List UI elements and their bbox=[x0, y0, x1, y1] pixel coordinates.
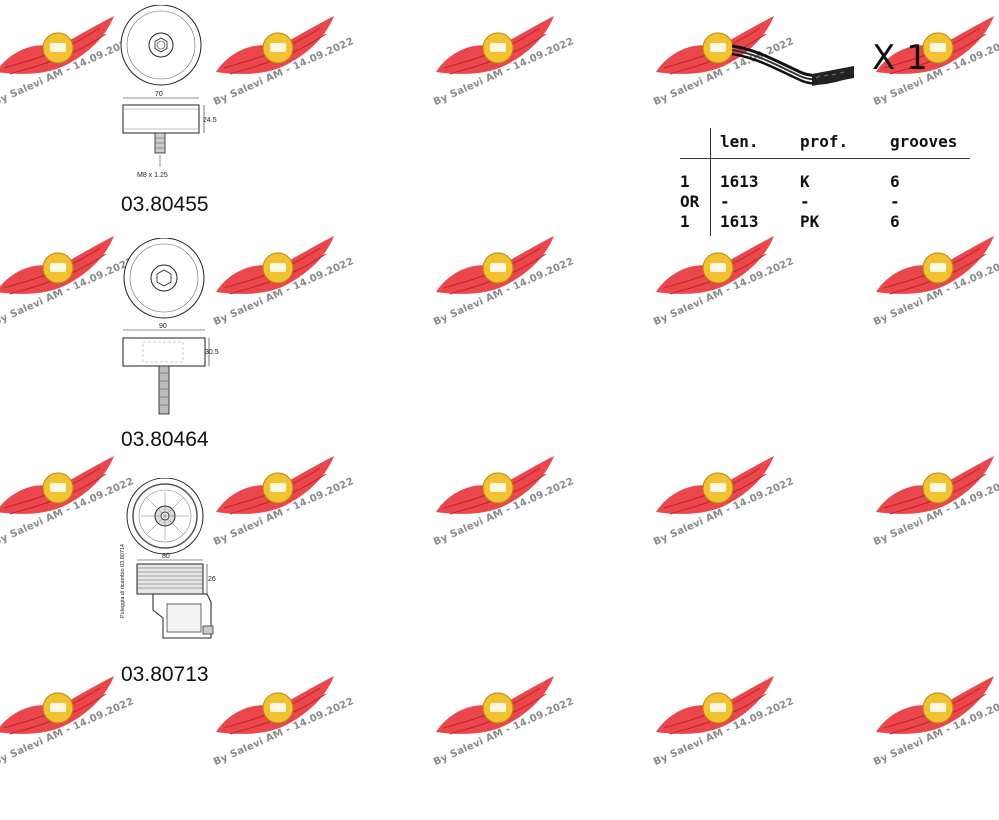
table-column-divider bbox=[710, 128, 711, 236]
v-ribbed-belt-icon bbox=[731, 44, 854, 86]
dim-width-label: 70 bbox=[155, 91, 163, 98]
column-header: prof. bbox=[800, 132, 849, 151]
watermark-logo: By Salevi AM - 14.09.2022 bbox=[870, 670, 999, 820]
dim-width-label: 90 bbox=[159, 323, 167, 330]
column-header: len. bbox=[720, 132, 759, 151]
watermark-logo: By Salevi AM - 14.09.2022 bbox=[650, 230, 850, 380]
tensioner-drawing-03-80713: 80 26 Puleggia di ricambio 03.80714 bbox=[120, 478, 216, 639]
watermark-logo: By Salevi AM - 14.09.2022 bbox=[0, 670, 190, 820]
table-header-divider bbox=[680, 158, 970, 159]
column-header: grooves bbox=[890, 132, 958, 151]
table-cell: 1613 bbox=[720, 212, 759, 231]
table-cell: - bbox=[720, 192, 730, 211]
table-cell: K bbox=[800, 172, 810, 191]
watermark-logo: By Salevi AM - 14.09.2022 bbox=[210, 670, 410, 820]
watermark-logo: By Salevi AM - 14.09.2022 bbox=[650, 450, 850, 600]
dim-height-label: 30.5 bbox=[205, 349, 219, 356]
table-cell: 1613 bbox=[720, 172, 759, 191]
table-cell: PK bbox=[800, 212, 820, 231]
belt-spec-table: len. prof. grooves 1 1613 K 6 OR - - - 1… bbox=[680, 128, 970, 238]
watermark-logo: By Salevi AM - 14.09.2022 bbox=[650, 670, 850, 820]
watermark-logo: By Salevi AM - 14.09.2022 bbox=[430, 10, 630, 160]
watermark-logo: By Salevi AM - 14.09.2022 bbox=[870, 230, 999, 380]
pulley-drawing-03-80455: 70 24.5 M8 x 1.25 bbox=[120, 5, 217, 179]
dim-height-label: 24.5 bbox=[203, 117, 217, 124]
table-cell: 6 bbox=[890, 172, 900, 191]
part-code: 03.80455 bbox=[121, 193, 209, 216]
table-cell: 1 bbox=[680, 172, 690, 191]
dim-height-label: 26 bbox=[208, 576, 216, 583]
table-cell: 1 bbox=[680, 212, 690, 231]
dim-width-label: 80 bbox=[162, 553, 170, 560]
table-cell: - bbox=[800, 192, 810, 211]
belt-quantity: X 1 bbox=[872, 38, 928, 78]
part-code: 03.80713 bbox=[121, 663, 209, 686]
watermark-logo: By Salevi AM - 14.09.2022 bbox=[430, 230, 630, 380]
dim-thread-label: M8 x 1.25 bbox=[137, 172, 168, 179]
table-cell: - bbox=[890, 192, 900, 211]
part-code: 03.80464 bbox=[121, 428, 209, 451]
spare-pulley-note: Puleggia di ricambio 03.80714 bbox=[120, 544, 126, 618]
watermark-logo: By Salevi AM - 14.09.2022 bbox=[210, 450, 410, 600]
table-cell: 6 bbox=[890, 212, 900, 231]
watermark-logo: By Salevi AM - 14.09.2022 bbox=[210, 10, 410, 160]
watermark-logo: By Salevi AM - 14.09.2022 bbox=[430, 670, 630, 820]
watermark-logo: By Salevi AM - 14.09.2022 bbox=[870, 450, 999, 600]
table-cell: OR bbox=[680, 192, 700, 211]
watermark-logo: By Salevi AM - 14.09.2022 bbox=[210, 230, 410, 380]
watermark-logo: By Salevi AM - 14.09.2022 bbox=[430, 450, 630, 600]
pulley-drawing-03-80464: 90 30.5 bbox=[122, 238, 219, 415]
